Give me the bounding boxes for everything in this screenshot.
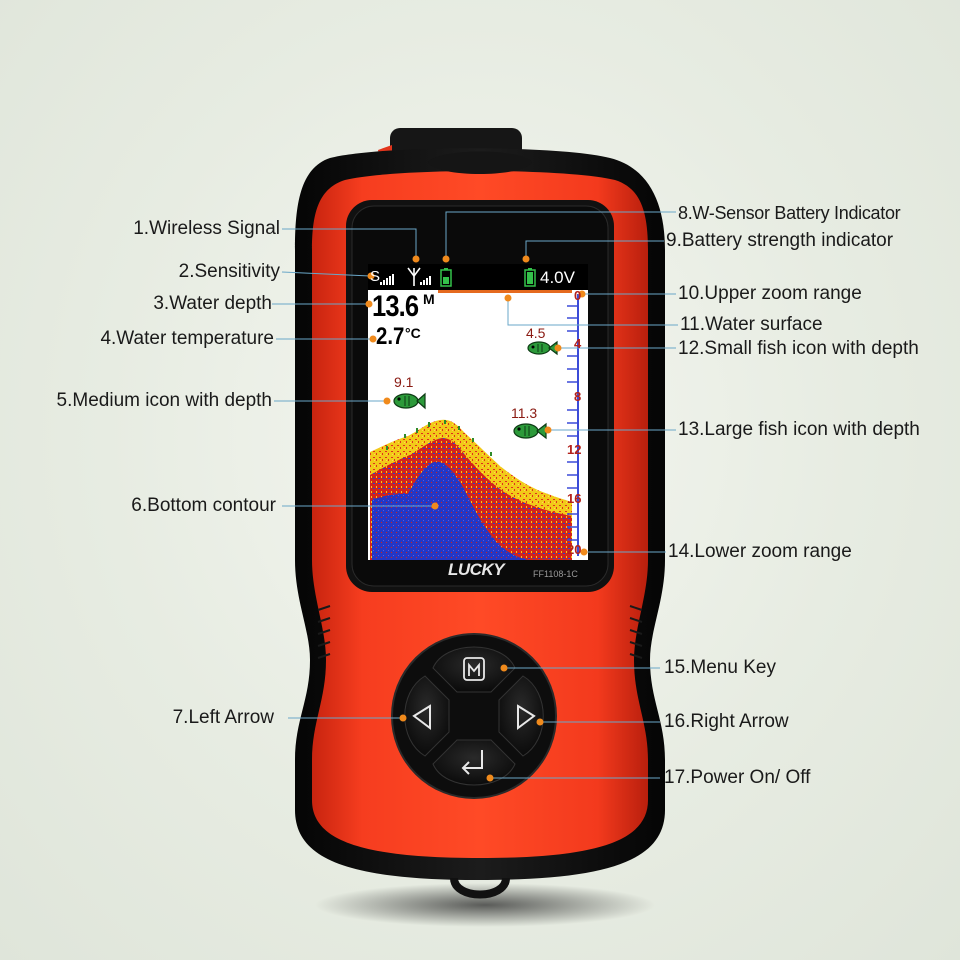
right-arrow-button[interactable] xyxy=(498,675,544,757)
callout-medium-icon: 5.Medium icon with depth xyxy=(56,390,272,411)
lcd-status-bar xyxy=(368,264,588,290)
water-temp-unit: °C xyxy=(405,325,421,341)
callout-upper-zoom: 10.Upper zoom range xyxy=(678,283,862,304)
depth-scale-label: 4 xyxy=(574,336,582,351)
depth-scale-label: 20 xyxy=(567,542,582,557)
sensitivity-bars-icon xyxy=(380,274,394,285)
top-notch xyxy=(428,151,532,174)
device-shadow xyxy=(315,883,655,927)
left-arrow-button[interactable] xyxy=(404,675,450,757)
callout-dots xyxy=(365,255,588,782)
medium-fish-icon xyxy=(393,392,426,410)
water-temp-value: 2.7 xyxy=(376,323,405,350)
small-fish-icon xyxy=(527,340,558,356)
depth-scale-label: 0 xyxy=(574,288,582,303)
water-depth-unit: M xyxy=(423,291,435,307)
water-depth-value: 13.6 xyxy=(372,290,419,323)
callout-water-surface: 11.Water surface xyxy=(680,314,823,335)
callout-right-arrow: 16.Right Arrow xyxy=(664,711,789,732)
bottom-contour xyxy=(372,461,528,560)
leader-lines xyxy=(272,211,678,779)
power-enter-button[interactable] xyxy=(432,739,516,786)
lanyard-loop xyxy=(450,877,510,899)
enter-power-icon xyxy=(461,750,483,775)
callout-menu-key: 15.Menu Key xyxy=(664,657,776,678)
callout-small-fish: 12.Small fish icon with depth xyxy=(678,338,919,359)
callout-sensitivity: 2.Sensitivity xyxy=(178,261,280,282)
side-grip-ribs xyxy=(317,605,643,659)
callout-left-arrow: 7.Left Arrow xyxy=(172,707,274,728)
small-fish-depth: 4.5 xyxy=(526,325,546,341)
sensor-battery-icon xyxy=(440,268,452,287)
model-number: FF1108-1C xyxy=(533,569,578,579)
menu-key-icon xyxy=(463,657,485,681)
device-battery-icon xyxy=(524,268,536,287)
keypad-surround xyxy=(391,633,557,799)
wireless-antenna-icon xyxy=(407,267,421,286)
sensitivity-letter: S xyxy=(370,268,381,285)
menu-key-button[interactable] xyxy=(432,646,516,693)
left-arrow-icon xyxy=(412,704,431,730)
callout-bottom-contour: 6.Bottom contour xyxy=(131,495,276,516)
callout-sensor-battery: 8.W-Sensor Battery Indicator xyxy=(678,203,901,223)
depth-scale-label: 12 xyxy=(567,442,582,457)
right-arrow-icon xyxy=(517,704,536,730)
callout-battery-strength: 9.Battery strength indicator xyxy=(666,230,894,251)
depth-scale-ticks xyxy=(567,305,578,541)
surface-clutter xyxy=(386,420,492,456)
brand-logo-text: LUCKY xyxy=(448,560,505,579)
callout-power: 17.Power On/ Off xyxy=(664,767,811,788)
callout-lower-zoom: 14.Lower zoom range xyxy=(668,541,852,562)
callout-large-fish: 13.Large fish icon with depth xyxy=(678,419,920,440)
battery-voltage: 4.0V xyxy=(540,268,575,287)
wireless-signal-bars-icon xyxy=(420,276,431,285)
depth-scale-label: 16 xyxy=(567,491,582,506)
lcd-screen xyxy=(368,264,588,560)
large-fish-depth: 11.3 xyxy=(511,405,538,421)
callout-water-temperature: 4.Water temperature xyxy=(100,328,274,349)
callout-wireless-signal: 1.Wireless Signal xyxy=(133,218,280,239)
water-surface-line xyxy=(438,290,572,293)
depth-scale-label: 8 xyxy=(574,389,582,404)
callout-water-depth: 3.Water depth xyxy=(153,293,272,314)
medium-fish-depth: 9.1 xyxy=(394,374,414,390)
